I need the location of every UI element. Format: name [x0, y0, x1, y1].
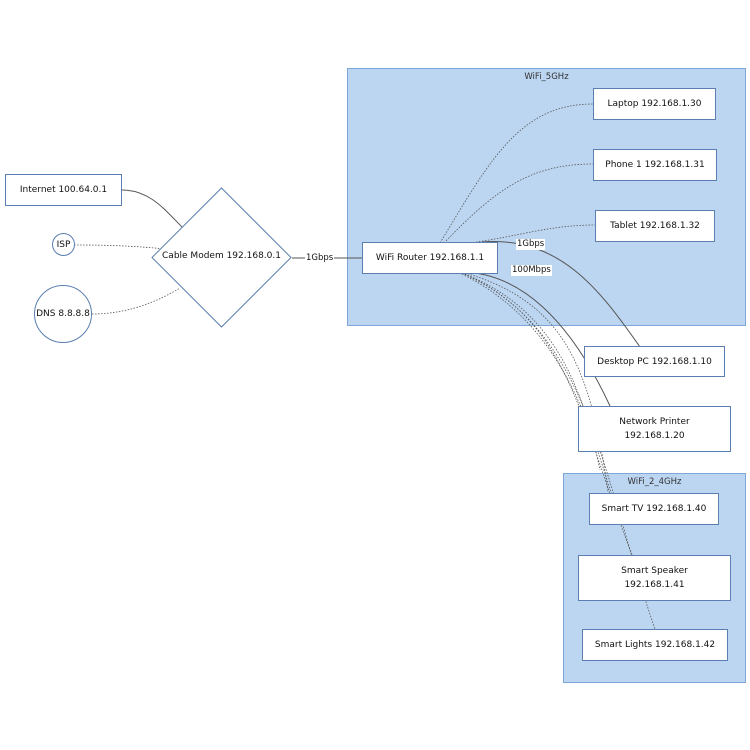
node-smart-speaker-line2: 192.168.1.41: [624, 580, 685, 590]
edge-router-tv: [461, 271, 609, 493]
node-internet[interactable]: Internet 100.64.0.1: [5, 174, 122, 206]
node-smart-lights[interactable]: Smart Lights 192.168.1.42: [582, 629, 728, 661]
edge-router-printer: [459, 271, 611, 407]
node-tablet[interactable]: Tablet 192.168.1.32: [595, 210, 715, 242]
node-cable-modem[interactable]: Cable Modem 192.168.0.1: [151, 187, 292, 328]
node-laptop[interactable]: Laptop 192.168.1.30: [593, 88, 716, 120]
edge-label-router-printer: 100Mbps: [511, 265, 552, 276]
node-wifi-router-label: WiFi Router 192.168.1.1: [375, 253, 485, 263]
node-desktop-pc-label: Desktop PC 192.168.1.10: [597, 356, 712, 367]
node-dns[interactable]: DNS 8.8.8.8: [34, 285, 92, 343]
edge-router-desktop: [481, 241, 641, 348]
edge-router-laptop: [439, 103, 594, 244]
node-phone-label: Phone 1 192.168.1.31: [605, 160, 705, 170]
node-network-printer[interactable]: Network Printer 192.168.1.20: [578, 406, 731, 452]
node-internet-label: Internet 100.64.0.1: [19, 185, 108, 195]
edge-label-modem-router: 1Gbps: [305, 253, 335, 264]
node-network-printer-line2: 192.168.1.20: [624, 431, 685, 441]
group-wifi-2-4ghz-label: WiFi_2_4GHz: [627, 477, 682, 487]
node-smart-lights-label: Smart Lights 192.168.1.42: [594, 640, 716, 650]
node-wifi-router[interactable]: WiFi Router 192.168.1.1: [362, 242, 498, 274]
node-tablet-label: Tablet 192.168.1.32: [610, 221, 700, 231]
edge-dns-modem: [91, 287, 181, 315]
node-isp-label: ISP: [56, 239, 71, 250]
edge-label-router-desktop: 1Gbps: [516, 239, 546, 250]
edge-internet-modem: [121, 189, 184, 229]
node-smart-tv[interactable]: Smart TV 192.168.1.40: [589, 493, 719, 525]
node-smart-speaker-line1: Smart Speaker: [621, 566, 688, 576]
node-desktop-pc[interactable]: Desktop PC 192.168.1.10: [584, 346, 725, 377]
node-smart-tv-label: Smart TV 192.168.1.40: [601, 504, 707, 514]
node-isp[interactable]: ISP: [52, 233, 75, 256]
node-laptop-label: Laptop 192.168.1.30: [607, 99, 702, 109]
edge-router-tablet: [469, 224, 596, 244]
node-network-printer-line1: Network Printer: [619, 417, 690, 427]
edge-router-phone: [443, 163, 594, 244]
node-cable-modem-label: Cable Modem 192.168.0.1: [162, 251, 281, 261]
diamond-shape: [151, 187, 292, 328]
node-dns-label: DNS 8.8.8.8: [36, 309, 90, 319]
edge-isp-modem: [73, 244, 166, 250]
edge-router-extra-2: [461, 273, 621, 521]
group-wifi-5ghz-label: WiFi_5GHz: [524, 72, 569, 82]
node-smart-speaker[interactable]: Smart Speaker 192.168.1.41: [578, 555, 731, 601]
node-phone[interactable]: Phone 1 192.168.1.31: [593, 149, 717, 181]
